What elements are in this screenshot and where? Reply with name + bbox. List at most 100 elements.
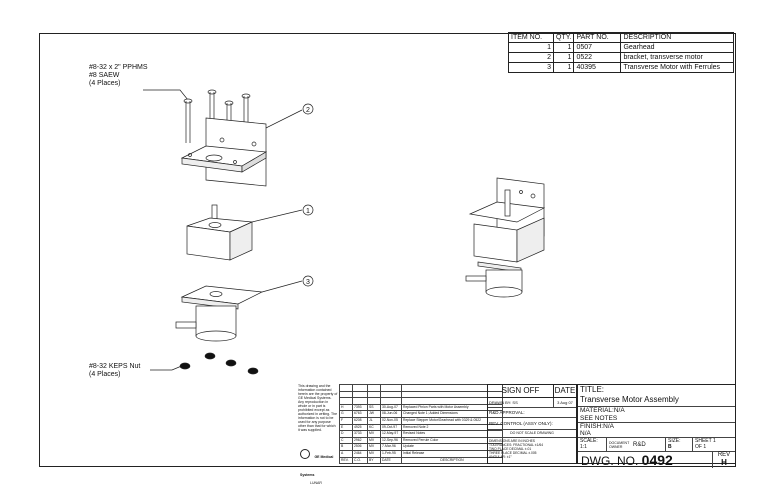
balloon-2 — [302, 103, 314, 115]
title-block: TITLE: Transverse Motor Assembly MATERIA… — [577, 384, 736, 468]
tolerance-line: TOLERANCES: FRACTIONAL ±1/64 — [489, 443, 544, 447]
revision-row — [339, 397, 503, 405]
size-label: SIZE: — [668, 438, 681, 444]
material-notes: SEE NOTES — [580, 414, 618, 422]
rev-cell: 6208 — [352, 416, 368, 425]
finish-area: FINISH:N/A N/A — [578, 423, 735, 438]
rev-cell: 30-Aug-07 — [380, 403, 402, 412]
balloon-label-2: 2 — [306, 107, 310, 114]
rev-cell: MV — [367, 443, 381, 451]
bom-table: ITEM NO. QTY. PART NO. DESCRIPTION 1 1 0… — [508, 32, 735, 73]
rev-cell: SS — [367, 403, 381, 412]
title-area: TITLE: Transverse Motor Assembly — [578, 385, 735, 407]
rev-col-header: BY — [367, 456, 381, 465]
rev-cell: MV — [367, 430, 381, 438]
rev-cell: E — [339, 423, 353, 432]
rev-cell: MV — [367, 449, 381, 458]
bom-row: 2 1 0522 bracket, transverse motor — [508, 52, 735, 63]
rev-cell: MV — [367, 436, 381, 445]
gearhead-part — [186, 204, 303, 261]
rev-col-header: C.O. — [352, 456, 368, 465]
finish-value-2: N/A — [580, 430, 591, 437]
rd-approval: R&D APPROVAL: — [488, 408, 576, 418]
nuts — [179, 352, 259, 375]
sheet-label: SHEET 1 — [695, 438, 716, 444]
dwg-number: 0492 — [641, 452, 673, 468]
rev-control: REV. CONTROL (ASSY ONLY): — [488, 418, 576, 430]
rev-cell: F — [339, 416, 353, 425]
rev-cell: KC — [367, 423, 381, 432]
nuts-callout-line: (4 Places) — [89, 371, 121, 378]
nut-leader — [150, 364, 185, 371]
rev-cell: A — [339, 449, 353, 458]
rev-col-header: DESCRIPTION — [401, 456, 503, 465]
material-area: MATERIAL:N/A SEE NOTES — [578, 407, 735, 423]
scale-value: 1:1 — [580, 444, 587, 450]
revision-row — [339, 390, 503, 399]
bom-row: 1 1 0507 Gearhead — [508, 42, 735, 53]
tolerance-line: THREE PLACE DECIMAL ±.005 — [489, 451, 537, 455]
tolerance-line: ANGULAR: ±1° — [489, 455, 512, 459]
rev-cell: 12-May-97 — [380, 430, 402, 438]
doc-owner-value: R&D — [633, 441, 646, 448]
rev-cell: 2506 — [352, 443, 368, 451]
rev-cell: B — [339, 443, 353, 451]
sheet-of: OF 1 — [695, 444, 707, 450]
scale-label: SCALE: — [580, 438, 598, 444]
rev-cell: 4925 — [352, 423, 368, 432]
tolerance-line: TWO PLACE DECIMAL ±.01 — [489, 447, 532, 451]
rev-cell: 12-Sep-96 — [380, 436, 402, 445]
material-label: MATERIAL: — [580, 407, 614, 414]
screws-callout-line: #8 SAEW — [89, 72, 120, 79]
nuts-callout-line: #8-32 KEPS Nut — [89, 363, 141, 370]
bom-cell: Transverse Motor with Ferrules — [620, 62, 735, 73]
rev-cell: JL — [367, 416, 381, 425]
bom-row: 3 1 40395 Transverse Motor with Ferrules — [508, 62, 735, 73]
revision-row — [339, 384, 503, 392]
size-value: B — [668, 444, 672, 450]
rev-cell: C — [339, 436, 353, 445]
rev-cell: 7393 — [352, 403, 368, 412]
scale-cell: SCALE: 1:1 — [578, 438, 607, 451]
rev-cell: 3733 — [352, 430, 368, 438]
material-value: N/A — [613, 407, 625, 414]
drawn-by-row: DRAWN BY: SS 3 Aug 07 — [488, 398, 576, 408]
balloon-label-1: 1 — [306, 208, 310, 215]
signoff-date-header: DATE — [554, 386, 576, 395]
dwg-row: DWG. NO. 0492 REV H — [578, 452, 735, 468]
drawn-by: DRAWN BY: SS — [488, 398, 554, 407]
sheet-cell: SHEET 1 OF 1 — [693, 438, 735, 451]
legal-text: This drawing and the information contain… — [298, 384, 338, 432]
drawing-title: Transverse Motor Assembly — [580, 395, 679, 404]
finish-value: N/A — [603, 423, 614, 430]
rev-cell: 08-Jun-06 — [380, 410, 402, 418]
rev-cell: 02-Nov-05 — [380, 416, 402, 425]
rev-cell: JW — [367, 410, 381, 418]
legal-notice: This drawing and the information contain… — [298, 384, 338, 464]
finish-label: FINISH: — [580, 423, 604, 430]
logo-sub: LUNAR — [310, 481, 322, 485]
drawn-date: 3 Aug 07 — [557, 400, 573, 405]
screws-callout-line: (4 Places) — [89, 80, 121, 87]
screws-callout-line: #8-32 x 2" PPHMS — [89, 64, 148, 71]
motor-part — [175, 280, 303, 342]
rev-col-header: REV. — [339, 456, 353, 465]
rev-cell: H — [339, 403, 353, 412]
logo-text: GE Medical Systems — [300, 455, 334, 477]
rev-label: REV — [717, 452, 731, 458]
dwg-number-cell: DWG. NO. 0492 — [578, 452, 713, 468]
scale-row: SCALE: 1:1 DOCUMENT OWNER R&D SIZE: B SH… — [578, 438, 735, 452]
title-label: TITLE: — [580, 385, 605, 394]
screws-callout: #8-32 x 2" PPHMS #8 SAEW (4 Places) — [89, 64, 148, 88]
signoff-header: SIGN OFF DATE — [488, 385, 576, 398]
rev-cell: D — [339, 430, 353, 438]
